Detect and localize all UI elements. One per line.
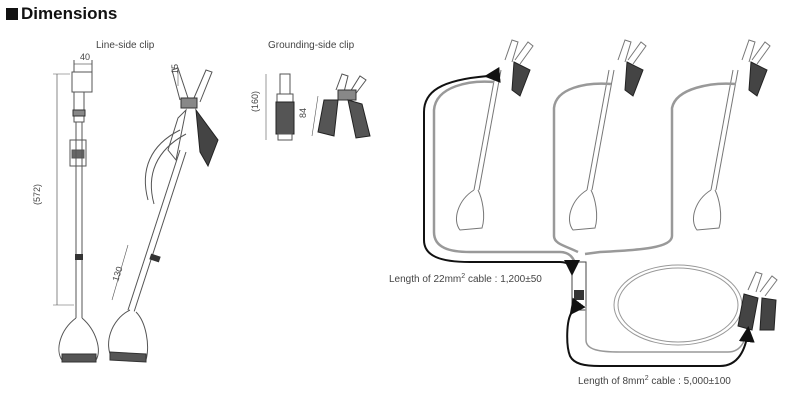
grounding-side-clip-drawing	[265, 73, 371, 141]
grounding-open-dim: 84	[298, 108, 308, 118]
line-side-jaw-dim: 15	[170, 64, 180, 74]
square-bullet-icon	[6, 8, 18, 20]
assembly-drawing	[432, 39, 778, 353]
line-side-caption: Line-side clip	[96, 40, 155, 51]
line-side-width-dim: 40	[80, 52, 90, 62]
grounding-closed-dim: (160)	[250, 91, 260, 112]
line-side-length-dim: (572)	[32, 184, 42, 205]
line-side-clip-open-drawing	[108, 67, 219, 363]
clip-1	[456, 39, 534, 231]
grounding-clip-assembly	[737, 271, 778, 331]
cable-22-arrow	[423, 67, 580, 276]
clip-2	[569, 39, 647, 231]
grounding-side-caption: Grounding-side clip	[268, 40, 355, 51]
cable-8-arrow	[566, 297, 755, 367]
section-title: Dimensions	[6, 4, 117, 24]
line-side-handle-dim: 130	[110, 265, 124, 282]
line-side-clip-drawing	[53, 60, 99, 363]
cable-22-label: Length of 22mm2 cable : 1,200±50	[389, 273, 542, 285]
clip-3	[693, 39, 771, 231]
section-title-text: Dimensions	[21, 4, 118, 23]
cable-8-label: Length of 8mm2 cable : 5,000±100	[578, 375, 731, 387]
